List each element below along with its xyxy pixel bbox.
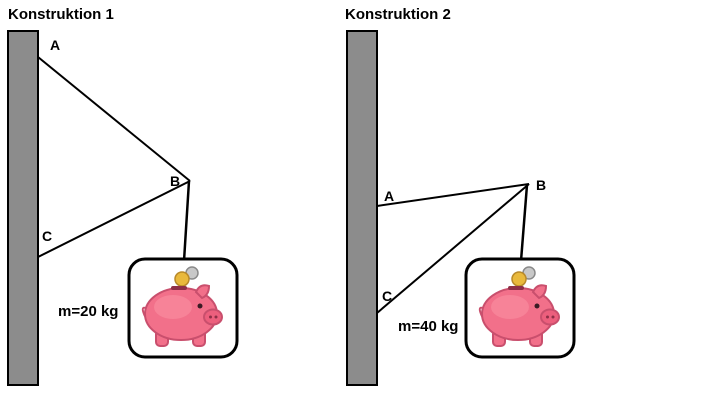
beam-ab-1 [37,56,191,182]
point-a-label-1: A [50,37,60,53]
point-c-label-1: C [42,228,52,244]
beam-ab-2 [376,183,530,207]
hanger-rope-1 [182,180,191,262]
point-b-label-1: B [170,173,180,189]
construction-2-title: Konstruktion 2 [345,6,451,23]
construction-1: Konstruktion 1 A B C m=20 kg [7,6,239,386]
mass-label-2: m=40 kg [398,318,458,335]
point-c-label-2: C [382,288,392,304]
beam-cb-1 [37,180,191,258]
beam-cb-2 [376,183,530,314]
wall-2 [346,30,378,386]
point-b-label-2: B [536,177,546,193]
mass-label-1: m=20 kg [58,303,118,320]
wall-1 [7,30,39,386]
point-a-label-2: A [384,188,394,204]
construction-2: Konstruktion 2 A B C m=40 kg [345,6,576,386]
construction-1-title: Konstruktion 1 [8,6,114,23]
hanger-rope-2 [519,184,529,262]
